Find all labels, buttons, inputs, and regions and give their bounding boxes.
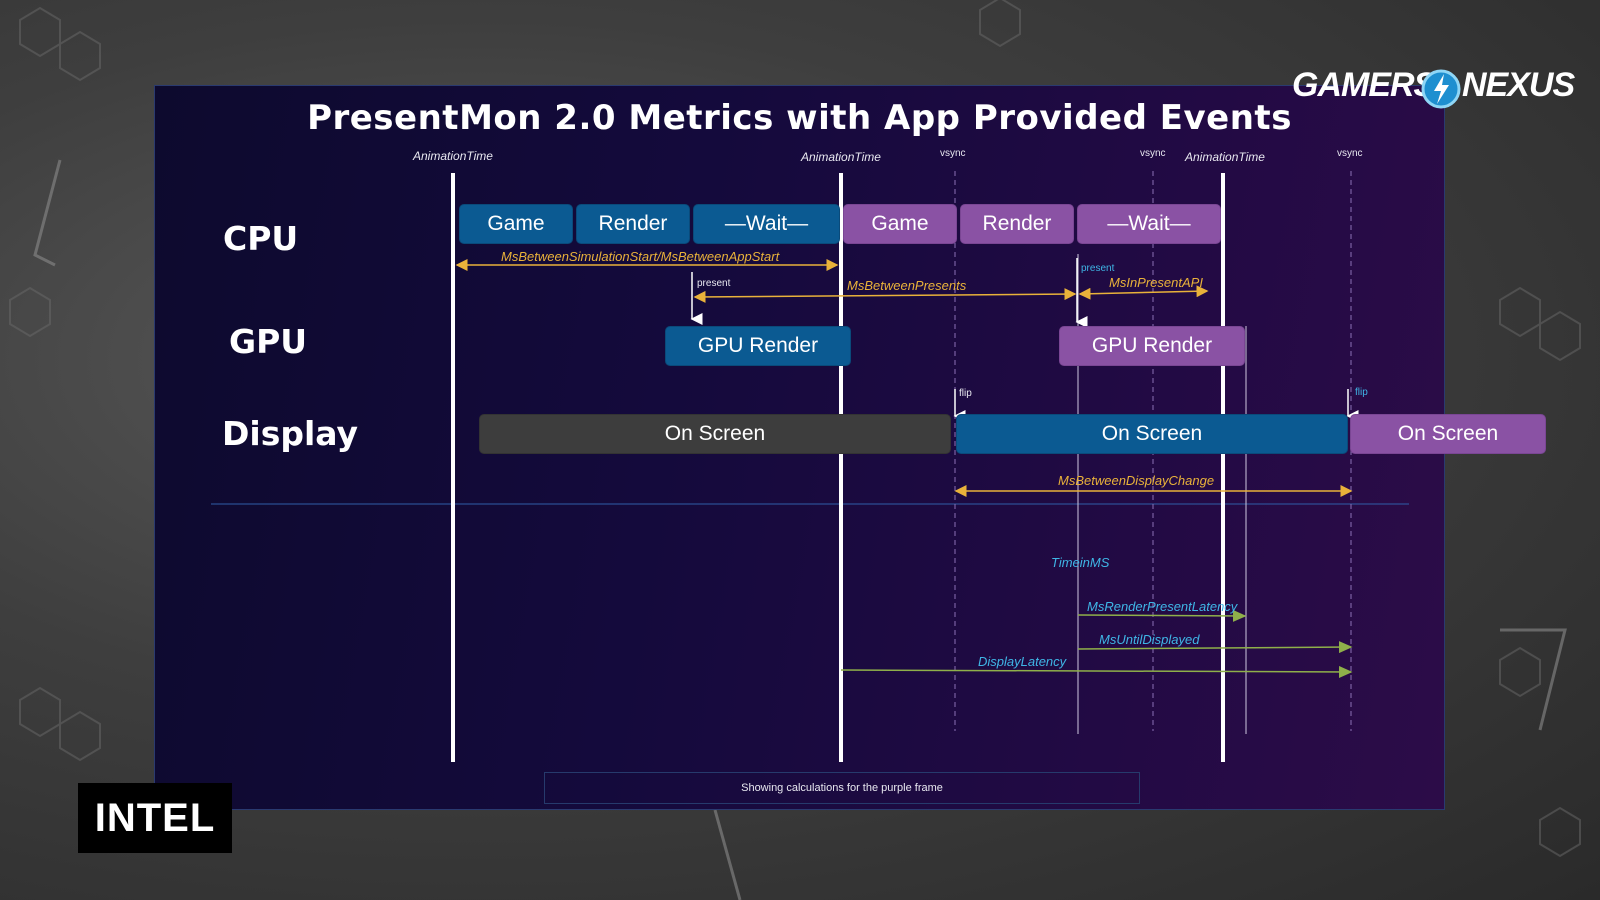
slide: PresentMon 2.0 Metrics with App Provided… — [154, 85, 1546, 810]
row-label-gpu: GPU — [229, 322, 308, 361]
present-label: present — [1081, 263, 1115, 274]
cpu-wait-block: —Wait— — [1077, 204, 1221, 244]
metric-ms-between-presents: MsBetweenPresents — [847, 278, 967, 293]
flip-label: flip — [1355, 387, 1368, 398]
cpu-game-block: Game — [843, 204, 957, 244]
display-on-screen-block: On Screen — [479, 414, 951, 454]
animation-time-label: AnimationTime — [413, 149, 493, 163]
vsync-label: vsync — [1140, 148, 1166, 159]
vsync-label: vsync — [940, 148, 966, 159]
metric-display-latency: DisplayLatency — [978, 654, 1067, 669]
cpu-game-block: Game — [459, 204, 573, 244]
metric-ms-until-displayed: MsUntilDisplayed — [1099, 632, 1200, 647]
metric-ms-in-present-api: MsInPresentAPI — [1109, 275, 1203, 290]
cpu-render-block: Render — [576, 204, 690, 244]
row-label-cpu: CPU — [223, 219, 299, 258]
present-label: present — [697, 278, 731, 289]
metric-ms-between-simulation-start: MsBetweenSimulationStart/MsBetweenAppSta… — [501, 249, 780, 264]
ms-until-displayed-arrow — [1077, 641, 1353, 654]
gamers-nexus-logo: GAMERS NEXUS — [1292, 64, 1575, 114]
gpu-render-block: GPU Render — [1059, 326, 1245, 366]
metric-ms-render-present-latency: MsRenderPresentLatency — [1087, 599, 1238, 614]
vsync-label: vsync — [1337, 148, 1363, 159]
display-on-screen-block: On Screen — [956, 414, 1348, 454]
footnote: Showing calculations for the purple fram… — [544, 772, 1140, 804]
cpu-render-block: Render — [960, 204, 1074, 244]
logo-text-left: GAMERS — [1292, 66, 1436, 104]
display-on-screen-block: On Screen — [1350, 414, 1546, 454]
display-latency-arrow — [840, 665, 1353, 678]
flip-label: flip — [959, 388, 972, 399]
ms-in-present-api-arrow — [1078, 285, 1209, 300]
animation-time-label: AnimationTime — [1185, 150, 1265, 164]
logo-emblem-icon — [1421, 69, 1461, 109]
animation-time-label: AnimationTime — [801, 150, 881, 164]
gpu-render-block: GPU Render — [665, 326, 851, 366]
slide-title: PresentMon 2.0 Metrics with App Provided… — [307, 98, 1292, 138]
ms-render-present-latency-arrow — [1077, 609, 1247, 622]
timing-lines — [211, 171, 1409, 762]
row-label-display: Display — [222, 414, 359, 453]
metric-ms-between-display-change: MsBetweenDisplayChange — [1058, 473, 1215, 488]
ms-between-presents-arrow — [693, 288, 1077, 303]
metric-time-in-ms: TimeinMS — [1051, 555, 1110, 570]
corner-label-intel: INTEL — [78, 783, 232, 853]
cpu-wait-block: —Wait— — [693, 204, 840, 244]
logo-text-right: NEXUS — [1462, 66, 1575, 104]
